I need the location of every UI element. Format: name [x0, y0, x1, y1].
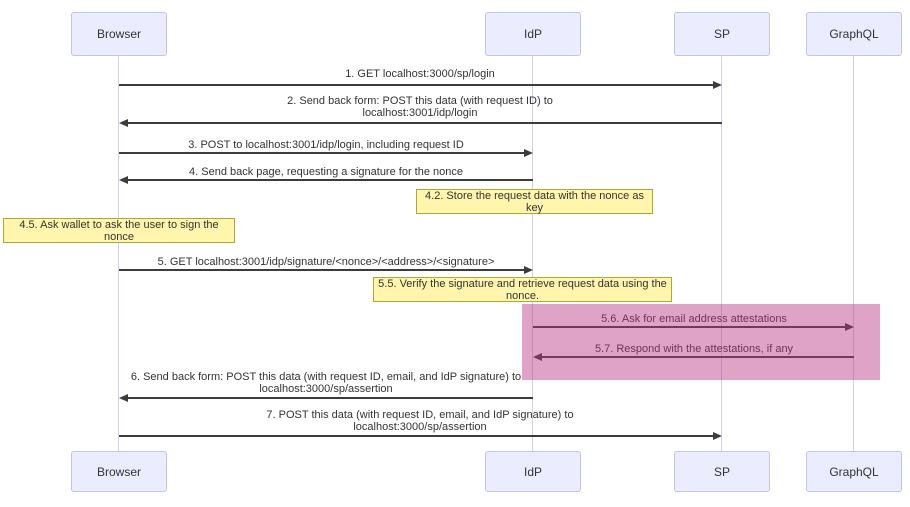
message-label: 2. Send back form: POST this data (with …	[287, 95, 553, 119]
message-line	[128, 179, 533, 181]
arrowhead-left-icon	[119, 394, 128, 402]
lifeline-browser	[118, 56, 119, 451]
arrowhead-left-icon	[119, 176, 128, 184]
arrowhead-right-icon	[524, 266, 533, 274]
participant-graphql-top: GraphQL	[806, 12, 902, 56]
message-label: 3. POST to localhost:3001/idp/login, inc…	[188, 139, 464, 151]
participant-label: IdP	[523, 27, 542, 41]
participant-label: Browser	[96, 27, 141, 41]
message-label: 5. GET localhost:3001/idp/signature/<non…	[157, 256, 495, 268]
message-line	[119, 84, 713, 86]
participant-browser-bottom: Browser	[71, 451, 167, 492]
lifeline-idp	[532, 56, 533, 451]
participant-browser-top: Browser	[71, 12, 167, 56]
message-line	[128, 122, 722, 124]
participant-label: SP	[713, 27, 730, 41]
participant-label: IdP	[523, 464, 542, 479]
arrowhead-right-icon	[845, 323, 854, 331]
message-label: 5.6. Ask for email address attestations	[601, 313, 787, 325]
message-line	[119, 152, 524, 154]
participant-label: GraphQL	[829, 27, 879, 41]
arrowhead-right-icon	[524, 149, 533, 157]
note-4-5: 4.5. Ask wallet to ask the user to sign …	[3, 218, 235, 243]
participant-idp-top: IdP	[485, 12, 581, 56]
lifeline-sp	[721, 56, 722, 451]
note-5-5: 5.5. Verify the signature and retrieve r…	[373, 277, 672, 302]
message-line	[533, 326, 845, 328]
message-line	[119, 269, 524, 271]
message-label: 6. Send back form: POST this data (with …	[130, 371, 522, 395]
participant-label: SP	[713, 464, 730, 479]
message-line	[128, 397, 533, 399]
arrowhead-left-icon	[533, 353, 542, 361]
arrowhead-right-icon	[713, 432, 722, 440]
message-line	[119, 435, 713, 437]
participant-graphql-bottom: GraphQL	[806, 451, 902, 492]
participant-sp-bottom: SP	[674, 451, 770, 492]
message-label: 4. Send back page, requesting a signatur…	[189, 166, 463, 178]
participant-label: GraphQL	[829, 464, 879, 479]
message-label: 7. POST this data (with request ID, emai…	[266, 409, 574, 433]
message-label: 1. GET localhost:3000/sp/login	[345, 68, 495, 80]
arrowhead-right-icon	[713, 81, 722, 89]
participant-sp-top: SP	[674, 12, 770, 56]
participant-label: Browser	[96, 464, 141, 479]
arrowhead-left-icon	[119, 119, 128, 127]
message-label: 5.7. Respond with the attestations, if a…	[594, 343, 794, 355]
note-4-2: 4.2. Store the request data with the non…	[416, 189, 653, 214]
message-line	[542, 356, 854, 358]
participant-idp-bottom: IdP	[485, 451, 581, 492]
lifeline-graphql	[853, 56, 854, 451]
